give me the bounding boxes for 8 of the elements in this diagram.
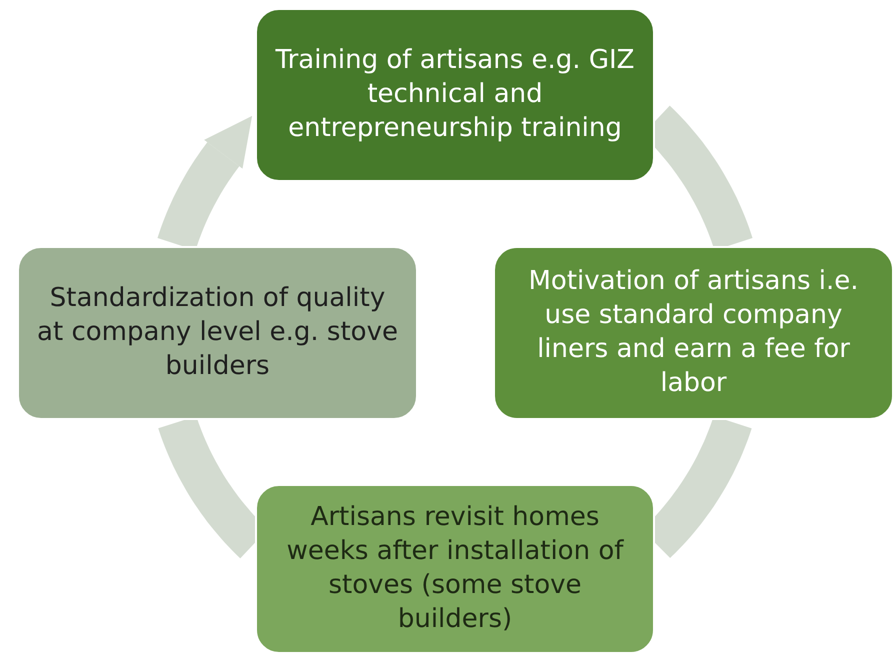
box-text: Training of artisans e.g. GIZ technical and entrepreneurship training [274,44,636,145]
box-text: Motivation of artisans i.e. use standard company liners and earn a fee for labor [527,265,860,400]
box-text: Standardization of quality at company level e.g. stove builders [36,282,399,383]
process-box [255,484,655,654]
process-box [17,246,418,420]
process-box [493,246,894,420]
process-box [255,8,655,182]
box-text: Artisans revisit homes weeks after installation of stoves (some stove builders) [286,501,625,636]
